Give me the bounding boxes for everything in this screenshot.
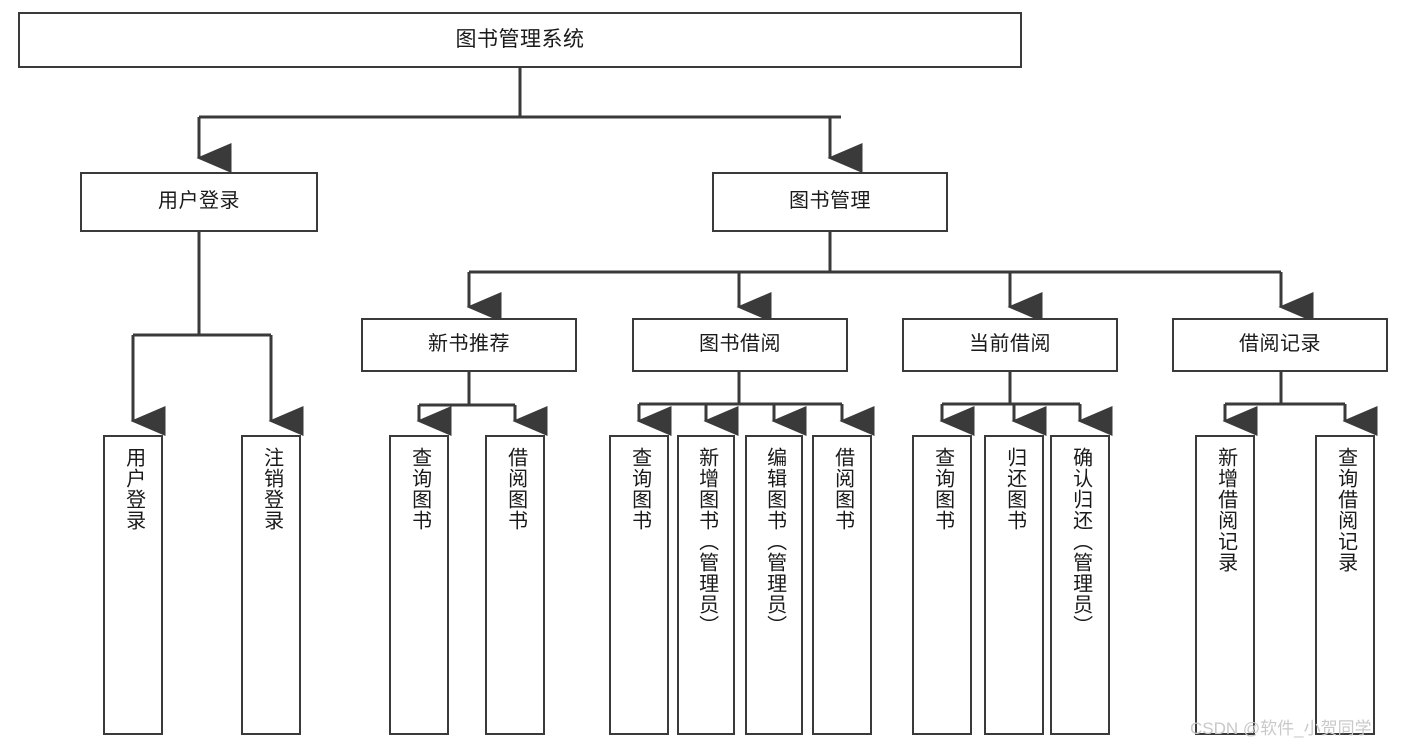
leaf-add-book[interactable]: 新增图书（管理员） [677,435,735,735]
node-book-management[interactable]: 图书管理 [712,172,948,232]
node-label: 查询借阅记录 [1334,447,1357,573]
node-label: 图书管理 [789,190,871,213]
leaf-query-book-3[interactable]: 查询图书 [912,435,972,735]
node-label: 当前借阅 [969,333,1051,356]
node-label: 新书推荐 [428,333,510,356]
leaf-user-login[interactable]: 用户登录 [103,435,163,735]
leaf-borrow-book-1[interactable]: 借阅图书 [485,435,545,735]
node-label: 用户登录 [158,190,240,213]
node-new-book-recommend[interactable]: 新书推荐 [361,318,577,372]
node-label: 查询图书 [408,447,431,531]
leaf-add-record[interactable]: 新增借阅记录 [1195,435,1255,735]
node-borrow-record[interactable]: 借阅记录 [1172,318,1388,372]
node-label: 图书借阅 [699,333,781,356]
node-label: 编辑图书（管理员） [763,447,786,636]
leaf-return-book[interactable]: 归还图书 [984,435,1044,735]
node-label: 归还图书 [1003,447,1026,531]
leaf-query-book-1[interactable]: 查询图书 [389,435,449,735]
node-label: 确认归还（管理员） [1069,447,1092,636]
node-label: 借阅图书 [504,447,527,531]
leaf-confirm-return[interactable]: 确认归还（管理员） [1050,435,1110,735]
leaf-logout-login[interactable]: 注销登录 [241,435,301,735]
leaf-edit-book[interactable]: 编辑图书（管理员） [745,435,803,735]
node-label: 用户登录 [122,447,145,531]
leaf-query-book-2[interactable]: 查询图书 [609,435,669,735]
node-label: 借阅图书 [831,447,854,531]
leaf-query-record[interactable]: 查询借阅记录 [1315,435,1375,735]
node-label: 查询图书 [628,447,651,531]
node-label: 新增图书（管理员） [695,447,718,636]
node-label: 新增借阅记录 [1214,447,1237,573]
node-label: 查询图书 [931,447,954,531]
node-root-book-management-system[interactable]: 图书管理系统 [18,12,1022,68]
node-user-login[interactable]: 用户登录 [80,172,318,232]
node-current-borrow[interactable]: 当前借阅 [902,318,1118,372]
node-label: 图书管理系统 [455,27,585,51]
node-book-borrow[interactable]: 图书借阅 [632,318,848,372]
node-label: 借阅记录 [1239,333,1321,356]
leaf-borrow-book-2[interactable]: 借阅图书 [812,435,872,735]
node-label: 注销登录 [260,447,283,531]
